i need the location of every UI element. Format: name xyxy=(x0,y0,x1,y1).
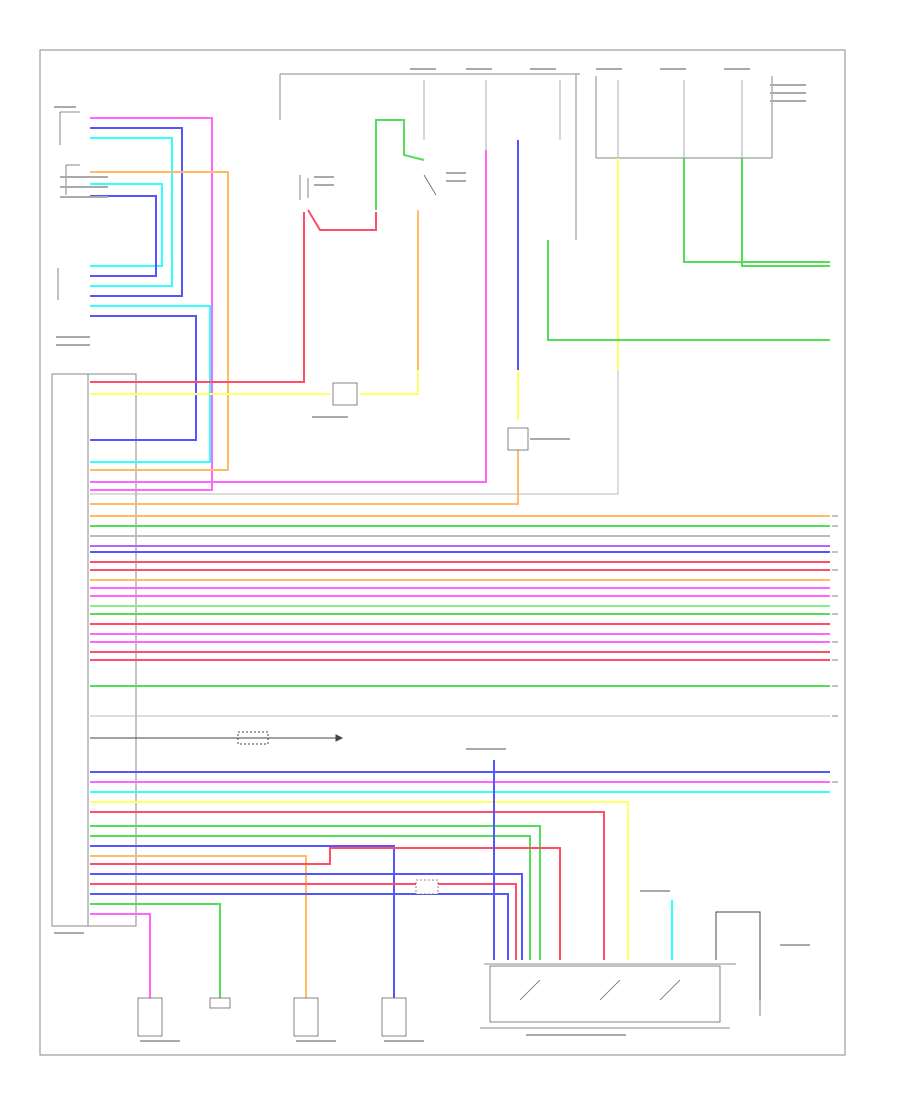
center-wires xyxy=(90,119,830,505)
label-marks xyxy=(54,68,810,1042)
switch-symbols xyxy=(57,111,437,300)
lower-wires xyxy=(90,760,761,1000)
top-left-wires xyxy=(90,117,229,491)
left-connector-block xyxy=(51,373,137,927)
fuse-block-top xyxy=(423,80,743,158)
horizontal-bus xyxy=(90,515,830,793)
sensor-line xyxy=(90,731,344,745)
right-terminal-ticks xyxy=(832,515,838,783)
solenoid-boxes xyxy=(137,879,439,1037)
transmission-module xyxy=(480,963,761,1029)
diagram-border xyxy=(39,49,846,1056)
sensor-boxes xyxy=(332,382,529,451)
top-power-bus xyxy=(279,73,773,240)
